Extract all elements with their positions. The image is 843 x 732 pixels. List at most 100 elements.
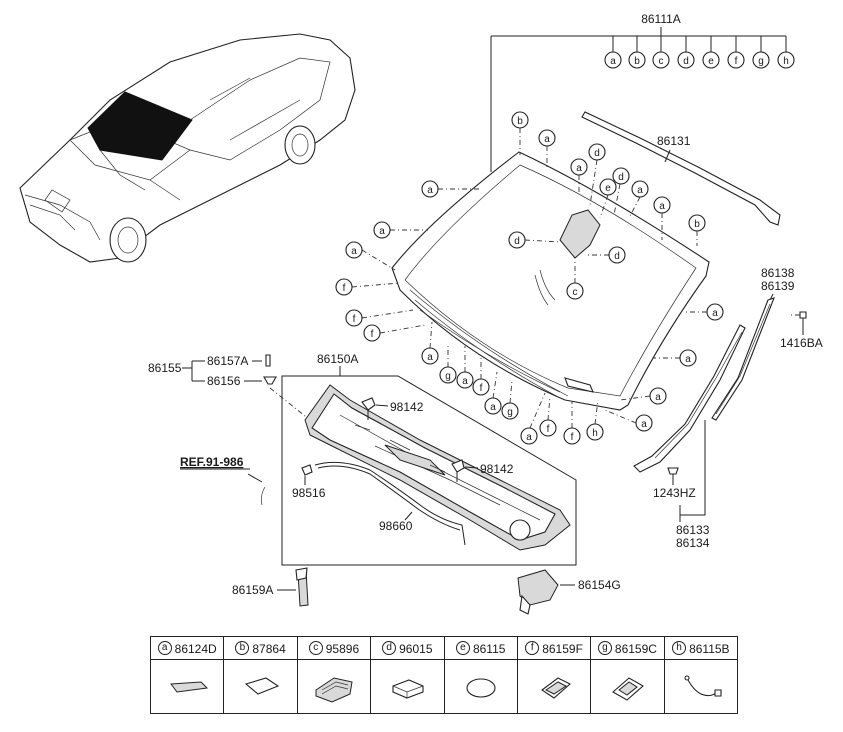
callout-letter: f <box>371 329 374 340</box>
part-label-98142-2: 98142 <box>480 462 514 476</box>
upper-molding <box>581 111 781 226</box>
part-label-86159A: 86159A <box>232 583 273 597</box>
part-thumb-86115 <box>465 678 496 698</box>
legend-letter: g <box>597 641 612 656</box>
part-label-1416BA: 1416BA <box>780 336 823 350</box>
callout-letter: f <box>480 383 483 394</box>
part-thumb-87864 <box>245 677 280 695</box>
callout-letter: f <box>353 314 356 325</box>
callout-letter: a <box>526 432 532 443</box>
legend-thumb-cell <box>443 659 518 714</box>
callout-letter: f <box>547 424 550 435</box>
part-label-86156: 86156 <box>207 374 241 388</box>
part-thumb-96015 <box>392 679 424 699</box>
part-label-1243HZ: 1243HZ <box>653 486 696 500</box>
callout-letter: b <box>517 116 523 127</box>
side-molding <box>711 297 775 421</box>
legend-thumb-cell <box>590 659 665 714</box>
part-label-86138: 86138 <box>761 266 795 280</box>
callout-letter: g <box>758 56 764 67</box>
callout-letter: a <box>655 392 661 403</box>
legend-thumb-cell <box>663 659 739 714</box>
cowl-panel <box>304 384 571 551</box>
callout-letter: a <box>641 419 647 430</box>
part-label-98142-1: 98142 <box>390 400 424 414</box>
part-label-86139: 86139 <box>761 279 795 293</box>
legend-letter: a <box>157 641 172 656</box>
cowl-clip-98142-2 <box>451 459 465 482</box>
car-illustration <box>19 33 356 263</box>
legend-letter: c <box>308 641 323 656</box>
callout-letter: d <box>614 251 620 262</box>
legend-image-row <box>149 659 739 714</box>
callout-letter: d <box>594 148 600 159</box>
callout-letter: d <box>514 236 520 247</box>
bracket-86154G <box>517 569 559 615</box>
callout-letter: c <box>659 56 664 67</box>
windshield-leaders <box>351 128 707 429</box>
callout-letter: b <box>694 219 700 230</box>
legend-thumb-cell <box>516 659 592 714</box>
cowl-box <box>281 375 577 566</box>
part-label-86111A: 86111A <box>641 12 681 26</box>
ref-label: REF.91-986 <box>180 455 244 469</box>
screw-1243HZ <box>667 467 679 485</box>
assembly-bracket <box>490 27 787 172</box>
part-label-86157A: 86157A <box>207 354 248 368</box>
clip-86156 <box>263 376 277 385</box>
callout-letter: f <box>571 432 574 443</box>
legend-part-no: 86115 <box>472 641 506 656</box>
callout-letter: a <box>427 185 433 196</box>
callout-letter: a <box>685 354 691 365</box>
callout-letter: a <box>490 402 496 413</box>
callout-letter: g <box>507 407 513 418</box>
part-label-86150A: 86150A <box>317 352 358 366</box>
legend-part-no: 86115B <box>689 641 730 656</box>
legend-letter: d <box>382 641 397 656</box>
part-label-98516: 98516 <box>292 486 326 500</box>
legend-letter: f <box>525 641 540 656</box>
screw-86157A <box>265 354 271 367</box>
legend-thumb-cell <box>370 659 445 714</box>
part-label-86155: 86155 <box>148 361 182 375</box>
legend-thumb-cell <box>149 659 225 714</box>
washer-hose <box>261 461 466 546</box>
part-label-86134: 86134 <box>676 536 710 550</box>
legend-part-no: 87864 <box>252 641 286 656</box>
side-trim <box>633 324 746 473</box>
part-label-86154G: 86154G <box>578 578 621 592</box>
callout-letter: d <box>618 172 624 183</box>
callout-letter: f <box>343 283 346 294</box>
part-thumb-95896 <box>315 677 353 703</box>
assembly-letters: a b c d e f g h <box>604 51 795 69</box>
callout-letter: h <box>592 428 598 439</box>
nozzle-98516 <box>301 464 313 476</box>
legend-part-no: 95896 <box>325 641 360 656</box>
callout-letter: a <box>637 185 643 196</box>
callout-letter: e <box>708 56 714 67</box>
callout-letter: b <box>634 56 640 67</box>
legend-part-no: 86124D <box>174 641 217 656</box>
side-clip <box>788 311 807 335</box>
windshield-callouts: b a a d e d a a b d d c a a a f f f a a … <box>335 111 724 445</box>
windshield-highlight <box>87 91 193 161</box>
part-thumb-86124D <box>170 681 209 693</box>
callout-letter: d <box>683 56 689 67</box>
callout-letter: a <box>610 56 616 67</box>
part-thumb-86115B <box>684 675 722 697</box>
callout-letter: g <box>445 371 451 382</box>
callout-letter: c <box>573 287 578 298</box>
part-label-98660: 98660 <box>379 519 413 533</box>
callout-letter: a <box>351 246 357 257</box>
callout-letter: a <box>659 201 665 212</box>
callout-letter: a <box>379 226 385 237</box>
